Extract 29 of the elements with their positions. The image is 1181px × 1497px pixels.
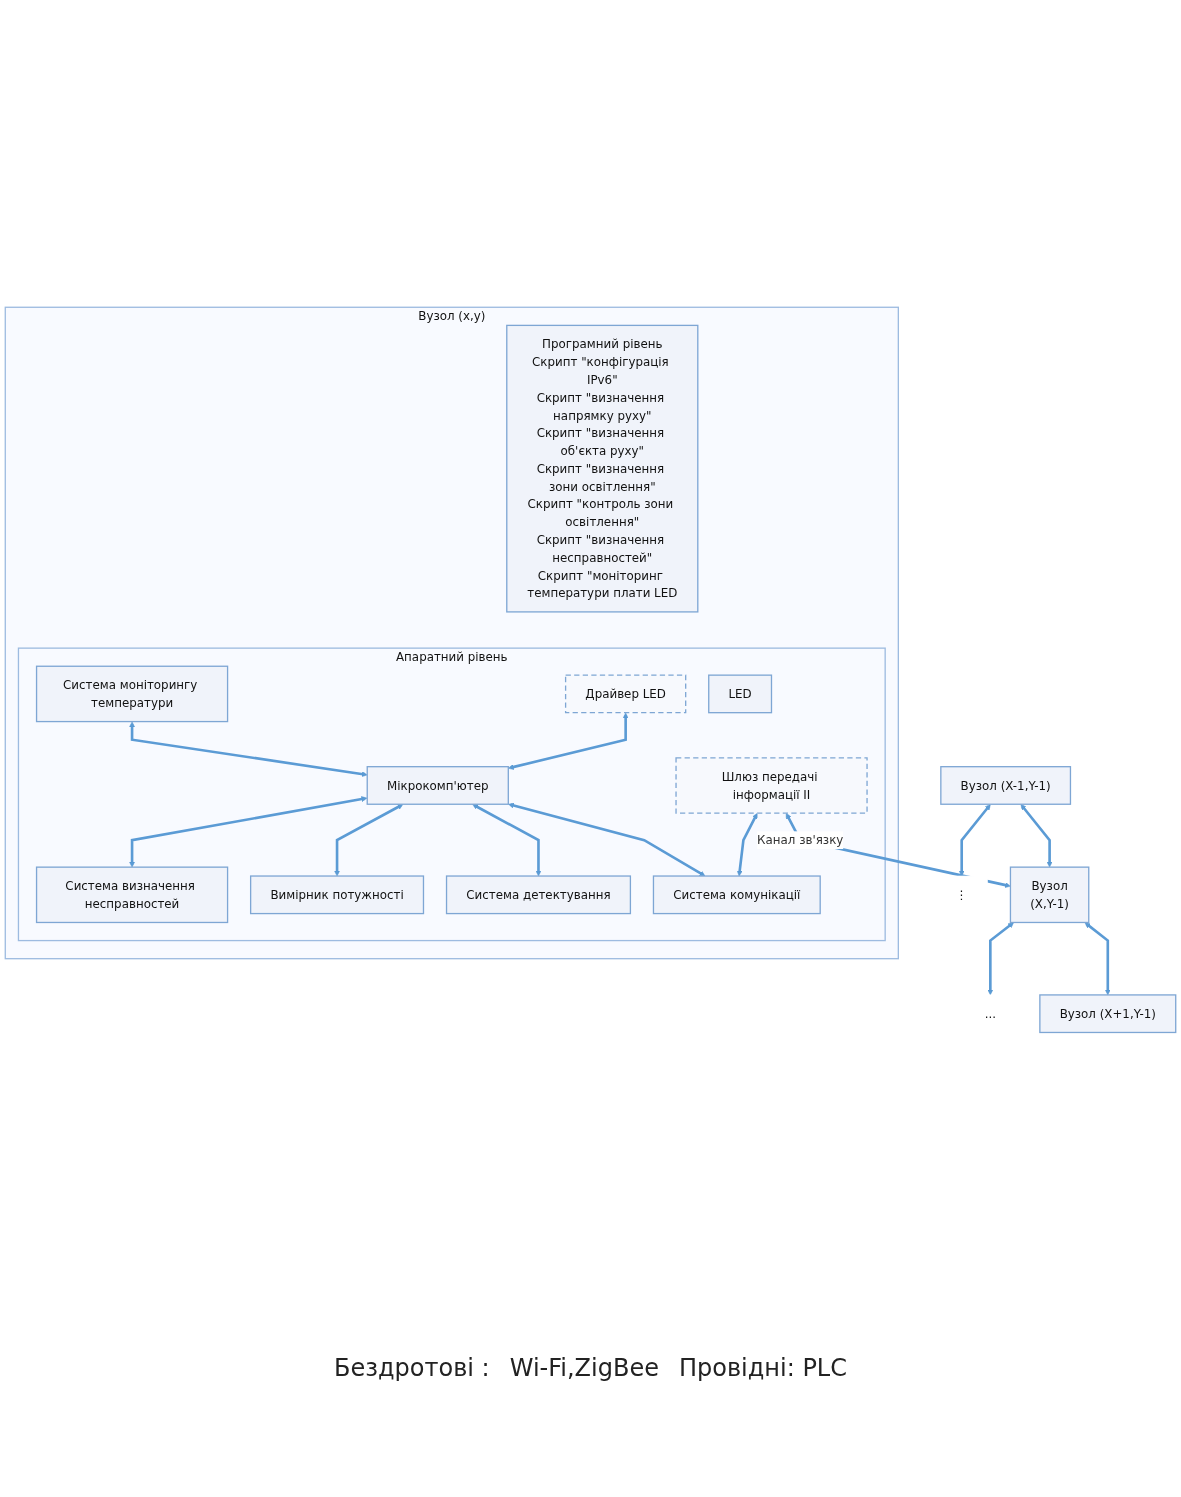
node-box: Вузол (X+1,Y-1) xyxy=(1039,994,1177,1034)
arrow xyxy=(1084,922,1111,996)
node-box: Програмний рівень Скрипт "конфігурація IPv6" Скрипт "визначення напрямку руху" Скрипт "визначення об'єкта руху" Скрипт "визначення зони освітлення" Скрипт "контроль зони освітлення" Скрипт "визначення несправностей" Скрипт "моніторинг температури плати LED xyxy=(506,324,699,613)
note-text: Провідні: PLC xyxy=(677,1354,848,1382)
node-box: Система визначення несправностей xyxy=(35,866,229,924)
note-text: Wi-Fi,ZigBee xyxy=(508,1354,660,1382)
arrow xyxy=(129,796,368,868)
arrow xyxy=(472,804,542,877)
node-box: Шлюз передачі інформації II xyxy=(675,757,868,814)
node-box: Система детектування xyxy=(445,875,632,915)
arrow xyxy=(129,721,368,778)
node-box: Вузол (X,Y-1) xyxy=(1009,866,1090,924)
note-text: Бездротові : xyxy=(333,1354,491,1382)
arrow xyxy=(334,804,404,877)
node-box: Система комунікації xyxy=(652,875,821,915)
node-box: Вимірник потужності xyxy=(249,875,425,915)
node-box: LED xyxy=(708,674,773,714)
node-text: ... xyxy=(984,1006,996,1021)
arrow xyxy=(508,802,706,877)
node-box: Драйвер LED xyxy=(564,674,687,714)
node-box: Мікрокомп'ютер xyxy=(366,766,509,805)
arrow xyxy=(987,922,1014,996)
edge-label: Канал зв'язку xyxy=(757,833,844,848)
node-box: Вузол (X-1,Y-1) xyxy=(940,766,1072,805)
arrow xyxy=(508,712,629,770)
arrow xyxy=(958,804,991,877)
arrow xyxy=(1020,804,1053,868)
node-box: Система моніторингу температури xyxy=(35,665,229,723)
arrow xyxy=(736,813,758,877)
